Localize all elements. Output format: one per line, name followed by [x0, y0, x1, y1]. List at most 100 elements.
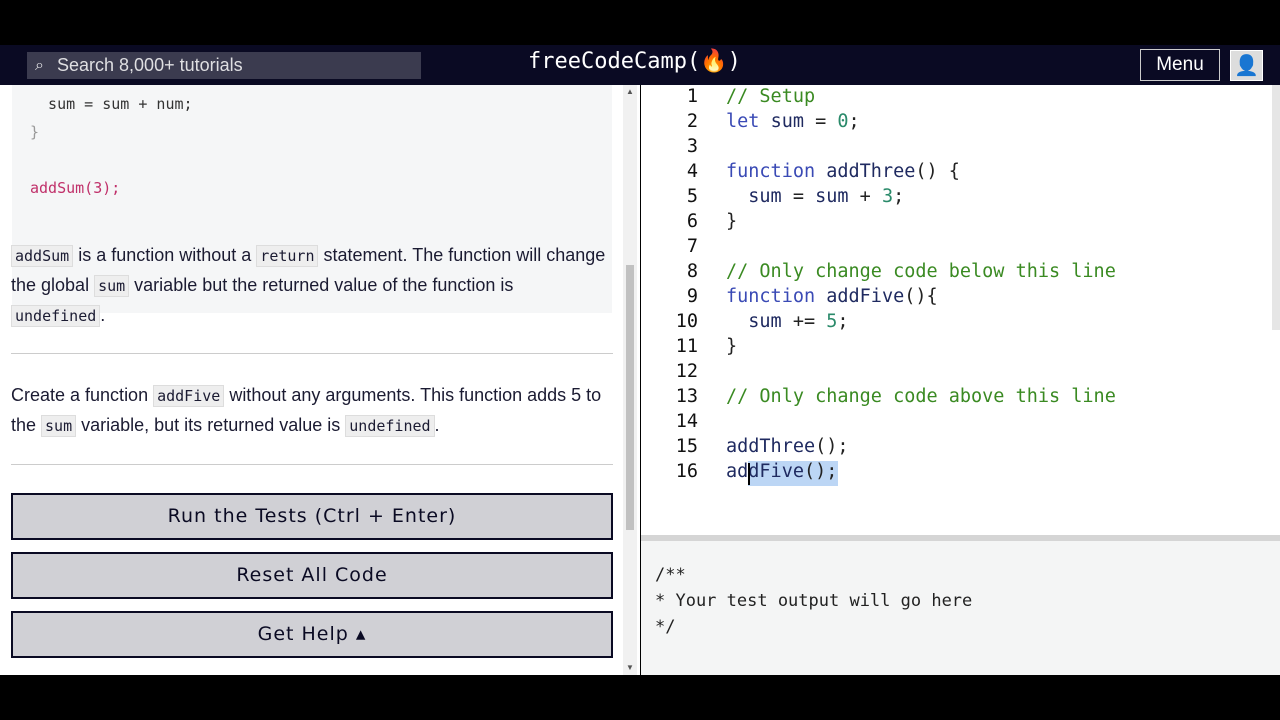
navbar: ⌕Search 8,000+ tutorials freeCodeCamp(🔥)…: [0, 45, 1280, 85]
run-tests-button[interactable]: Run the Tests (Ctrl + Enter): [11, 493, 613, 540]
line-number: 15: [675, 436, 698, 457]
code-line: let sum = 0;: [726, 111, 860, 132]
line-number: 10: [675, 311, 698, 332]
code-line: // Setup: [726, 86, 815, 107]
code-token: +: [848, 186, 882, 207]
code-line: function addThree() {: [726, 161, 960, 182]
search-input[interactable]: ⌕Search 8,000+ tutorials: [27, 52, 421, 79]
text-selection: [748, 461, 838, 486]
code-token: addThree: [726, 436, 816, 457]
code-token: sum: [748, 311, 782, 332]
line-number: 6: [686, 211, 698, 232]
test-output-panel: /** * Your test output will go here */: [641, 541, 1280, 675]
code-token: function: [726, 161, 816, 182]
code-token: [726, 311, 748, 332]
text-run: without any arguments. This function add…: [11, 385, 602, 435]
inline-code: undefined: [345, 415, 435, 437]
code-token: // Only change code below this line: [726, 261, 1116, 282]
code-token: (){: [904, 286, 938, 307]
example-code-line: sum = sum + num;: [30, 95, 193, 113]
avatar[interactable]: 👤: [1230, 50, 1263, 81]
line-number: 7: [686, 236, 698, 257]
scrollbar[interactable]: ▲▼: [623, 85, 637, 675]
output-line: */: [655, 617, 676, 637]
code-token: ;: [893, 186, 905, 207]
line-number: 11: [675, 336, 698, 357]
inline-code: addSum: [11, 245, 74, 267]
code-token: 5: [826, 311, 838, 332]
code-token: sum: [815, 186, 849, 207]
instructions-panel: function addSum(num) { sum = sum + num;}…: [0, 85, 640, 675]
line-number: 1: [686, 86, 698, 107]
code-line: }: [726, 211, 737, 232]
code-token: ;: [837, 311, 849, 332]
text-run: statement. The function will change the …: [11, 245, 606, 295]
line-number: 4: [686, 161, 698, 182]
search-icon: ⌕: [35, 57, 44, 74]
text-run: is a function without a: [73, 245, 257, 265]
code-token: }: [726, 211, 738, 232]
code-token: // Only change code above this line: [726, 386, 1116, 407]
code-token: =: [781, 186, 816, 207]
text-run: .: [100, 305, 106, 325]
code-token: addFive: [826, 286, 905, 307]
code-token: [726, 186, 748, 207]
menu-button[interactable]: Menu: [1140, 49, 1220, 81]
example-code-line: }: [30, 123, 40, 141]
example-code-line: addSum(3);: [30, 179, 121, 197]
line-number: 8: [686, 261, 698, 282]
output-line: * Your test output will go here: [655, 591, 973, 611]
code-token: 3: [881, 186, 894, 207]
reset-code-button[interactable]: Reset All Code: [11, 552, 613, 599]
code-token: 0: [837, 111, 849, 132]
code-token: addThree: [826, 161, 916, 182]
text-run: .: [434, 415, 440, 435]
code-token: addFive: [726, 461, 804, 482]
code-line: function addFive(){: [726, 286, 938, 307]
divider: [11, 464, 613, 465]
code-line: // Only change code below this line: [726, 261, 1116, 282]
code-token: sum: [770, 111, 804, 132]
inline-code: undefined: [11, 305, 101, 327]
line-number: 16: [675, 461, 698, 482]
line-number: 9: [686, 286, 698, 307]
get-help-button[interactable]: Get Help ▴: [11, 611, 613, 658]
instructions-paragraph: Create a function addFive without any ar…: [11, 381, 611, 441]
divider: [11, 353, 613, 354]
text-cursor: [748, 463, 750, 485]
code-token: =: [803, 111, 838, 132]
code-token: [815, 286, 826, 307]
pane-resizer[interactable]: [641, 535, 1280, 541]
logo[interactable]: freeCodeCamp(🔥): [528, 49, 741, 74]
code-line: addFive();: [726, 461, 837, 482]
inline-code: sum: [94, 275, 130, 297]
code-token: () {: [915, 161, 960, 182]
editor-scrollbar[interactable]: [1272, 85, 1280, 330]
code-token: [815, 161, 826, 182]
code-line: sum += 5;: [726, 311, 849, 332]
code-token: }: [726, 336, 738, 357]
text-run: variable, but its returned value is: [76, 415, 346, 435]
code-token: sum: [748, 186, 782, 207]
line-number: 12: [675, 361, 698, 382]
line-number: 5: [686, 186, 698, 207]
inline-code: return: [256, 245, 319, 267]
code-line: addThree();: [726, 436, 849, 457]
code-token: let: [726, 111, 760, 132]
line-number: 3: [686, 136, 698, 157]
text-run: variable but the returned value of the f…: [129, 275, 514, 295]
code-token: +=: [781, 311, 827, 332]
code-token: function: [726, 286, 816, 307]
line-number: 13: [675, 386, 698, 407]
code-token: [759, 111, 770, 132]
line-number: 2: [686, 111, 698, 132]
inline-code: addFive: [153, 385, 225, 407]
line-number: 14: [675, 411, 698, 432]
code-line: // Only change code above this line: [726, 386, 1116, 407]
code-line: sum = sum + 3;: [726, 186, 904, 207]
flame-icon: 🔥: [700, 49, 728, 74]
text-run: Create a function: [11, 385, 154, 405]
code-token: // Setup: [726, 86, 816, 107]
output-line: /**: [655, 565, 686, 585]
